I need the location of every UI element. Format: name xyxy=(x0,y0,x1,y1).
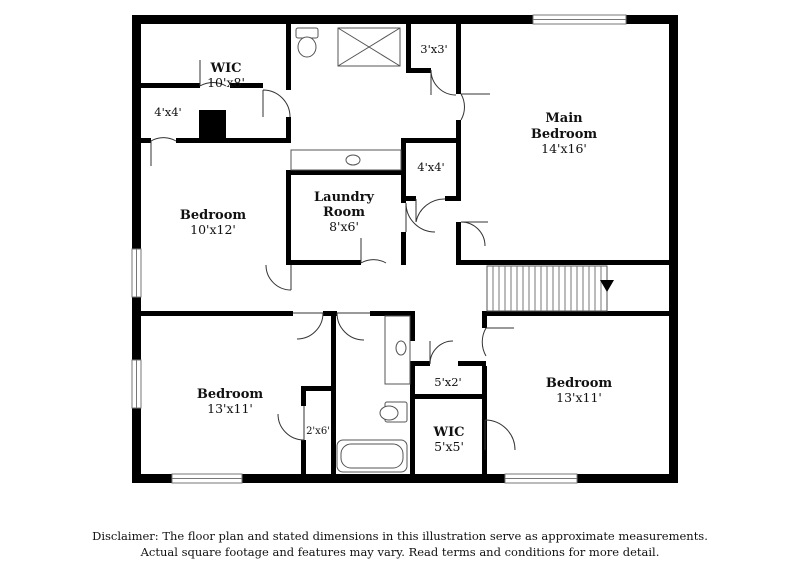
toilet-bottom-bowl-icon xyxy=(379,405,399,421)
bedroom-bl-dim: 13'x11' xyxy=(207,401,253,416)
laundry-name-2: Room xyxy=(323,205,365,220)
sink-icon xyxy=(345,154,361,166)
bedroom-br-name: Bedroom xyxy=(546,376,613,391)
main-bedroom-name-2: Bedroom xyxy=(531,127,598,142)
door-swings xyxy=(150,60,516,451)
closet-a-dim: 4'x4' xyxy=(154,105,181,119)
laundry-name: Laundry xyxy=(314,190,374,205)
windows xyxy=(131,14,627,484)
toilet-bowl-icon xyxy=(297,36,317,58)
closet-c-dim: 4'x4' xyxy=(417,160,444,174)
sink-bottom-icon xyxy=(395,340,407,356)
bedroom-left-dim: 10'x12' xyxy=(190,222,236,237)
wic-top-dim: 10'x8' xyxy=(207,75,245,90)
closet-b-dim: 3'x3' xyxy=(420,42,447,56)
disclaimer: Disclaimer: The floor plan and stated di… xyxy=(0,528,800,560)
main-bedroom-name: Main xyxy=(545,111,583,126)
wic-bottom-dim: 5'x5' xyxy=(434,439,464,454)
stair-treads xyxy=(492,266,602,311)
laundry-dim: 8'x6' xyxy=(329,219,359,234)
main-bedroom-dim: 14'x16' xyxy=(541,141,587,156)
wic-top-name: WIC xyxy=(209,61,241,76)
stair-arrow-icon xyxy=(600,280,614,292)
bedroom-left-name: Bedroom xyxy=(180,208,247,223)
interior-walls xyxy=(141,24,669,474)
bedroom-br-dim: 13'x11' xyxy=(556,390,602,405)
room-labels: WIC 10'x8' 4'x4' 3'x3' 4'x4' Main Bedroo… xyxy=(154,42,612,454)
disclaimer-line-1: Disclaimer: The floor plan and stated di… xyxy=(92,529,708,543)
disclaimer-line-2: Actual square footage and features may v… xyxy=(140,545,660,559)
closet-d-dim: 2'x6' xyxy=(306,426,330,437)
closet-e-dim: 5'x2' xyxy=(434,375,461,389)
wic-bottom-name: WIC xyxy=(432,425,464,440)
bedroom-bl-name: Bedroom xyxy=(197,387,264,402)
fixtures xyxy=(290,27,411,473)
